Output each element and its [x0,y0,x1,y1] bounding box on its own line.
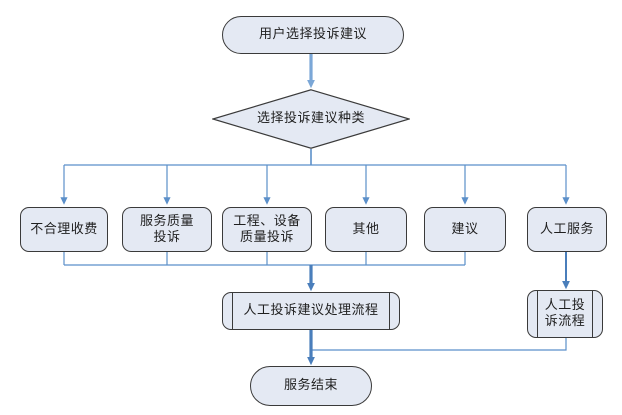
node-process-manual-complaint[interactable]: 人工投 诉流程 [527,290,603,338]
predefined-bar-left [232,293,233,329]
node-end-label: 服务结束 [283,378,338,393]
node-start-label: 用户选择投诉建议 [258,27,367,42]
node-option-suggestion[interactable]: 建议 [424,207,506,252]
node-option-other[interactable]: 其他 [325,207,407,252]
node-option-manual-service[interactable]: 人工服务 [527,207,607,252]
predefined-bar-right [389,293,390,329]
node-option-6-label: 人工服务 [539,221,594,237]
edge-process2-join [311,338,567,351]
node-decision[interactable]: 选择投诉建议种类 [212,89,410,149]
node-option-3-label: 工程、设备 质量投诉 [233,213,301,245]
node-process-complaint-handling[interactable]: 人工投诉建议处理流程 [222,292,400,330]
node-decision-label: 选择投诉建议种类 [256,111,365,126]
node-option-2-label: 服务质量 投诉 [139,213,194,245]
predefined-bar-left [537,291,538,337]
node-option-4-label: 其他 [352,221,380,237]
predefined-bar-right [592,291,593,337]
node-option-5-label: 建议 [451,221,479,237]
node-end[interactable]: 服务结束 [250,366,372,406]
node-option-unreasonable-fee[interactable]: 不合理收费 [20,207,108,252]
diamond-shape [212,89,410,149]
node-option-1-label: 不合理收费 [30,221,98,237]
node-start[interactable]: 用户选择投诉建议 [222,16,404,54]
node-process-1-label: 人工投诉建议处理流程 [243,303,379,318]
node-option-service-quality[interactable]: 服务质量 投诉 [122,207,212,252]
node-process-2-label: 人工投 诉流程 [544,298,586,329]
node-option-engineering-equipment[interactable]: 工程、设备 质量投诉 [222,207,312,252]
